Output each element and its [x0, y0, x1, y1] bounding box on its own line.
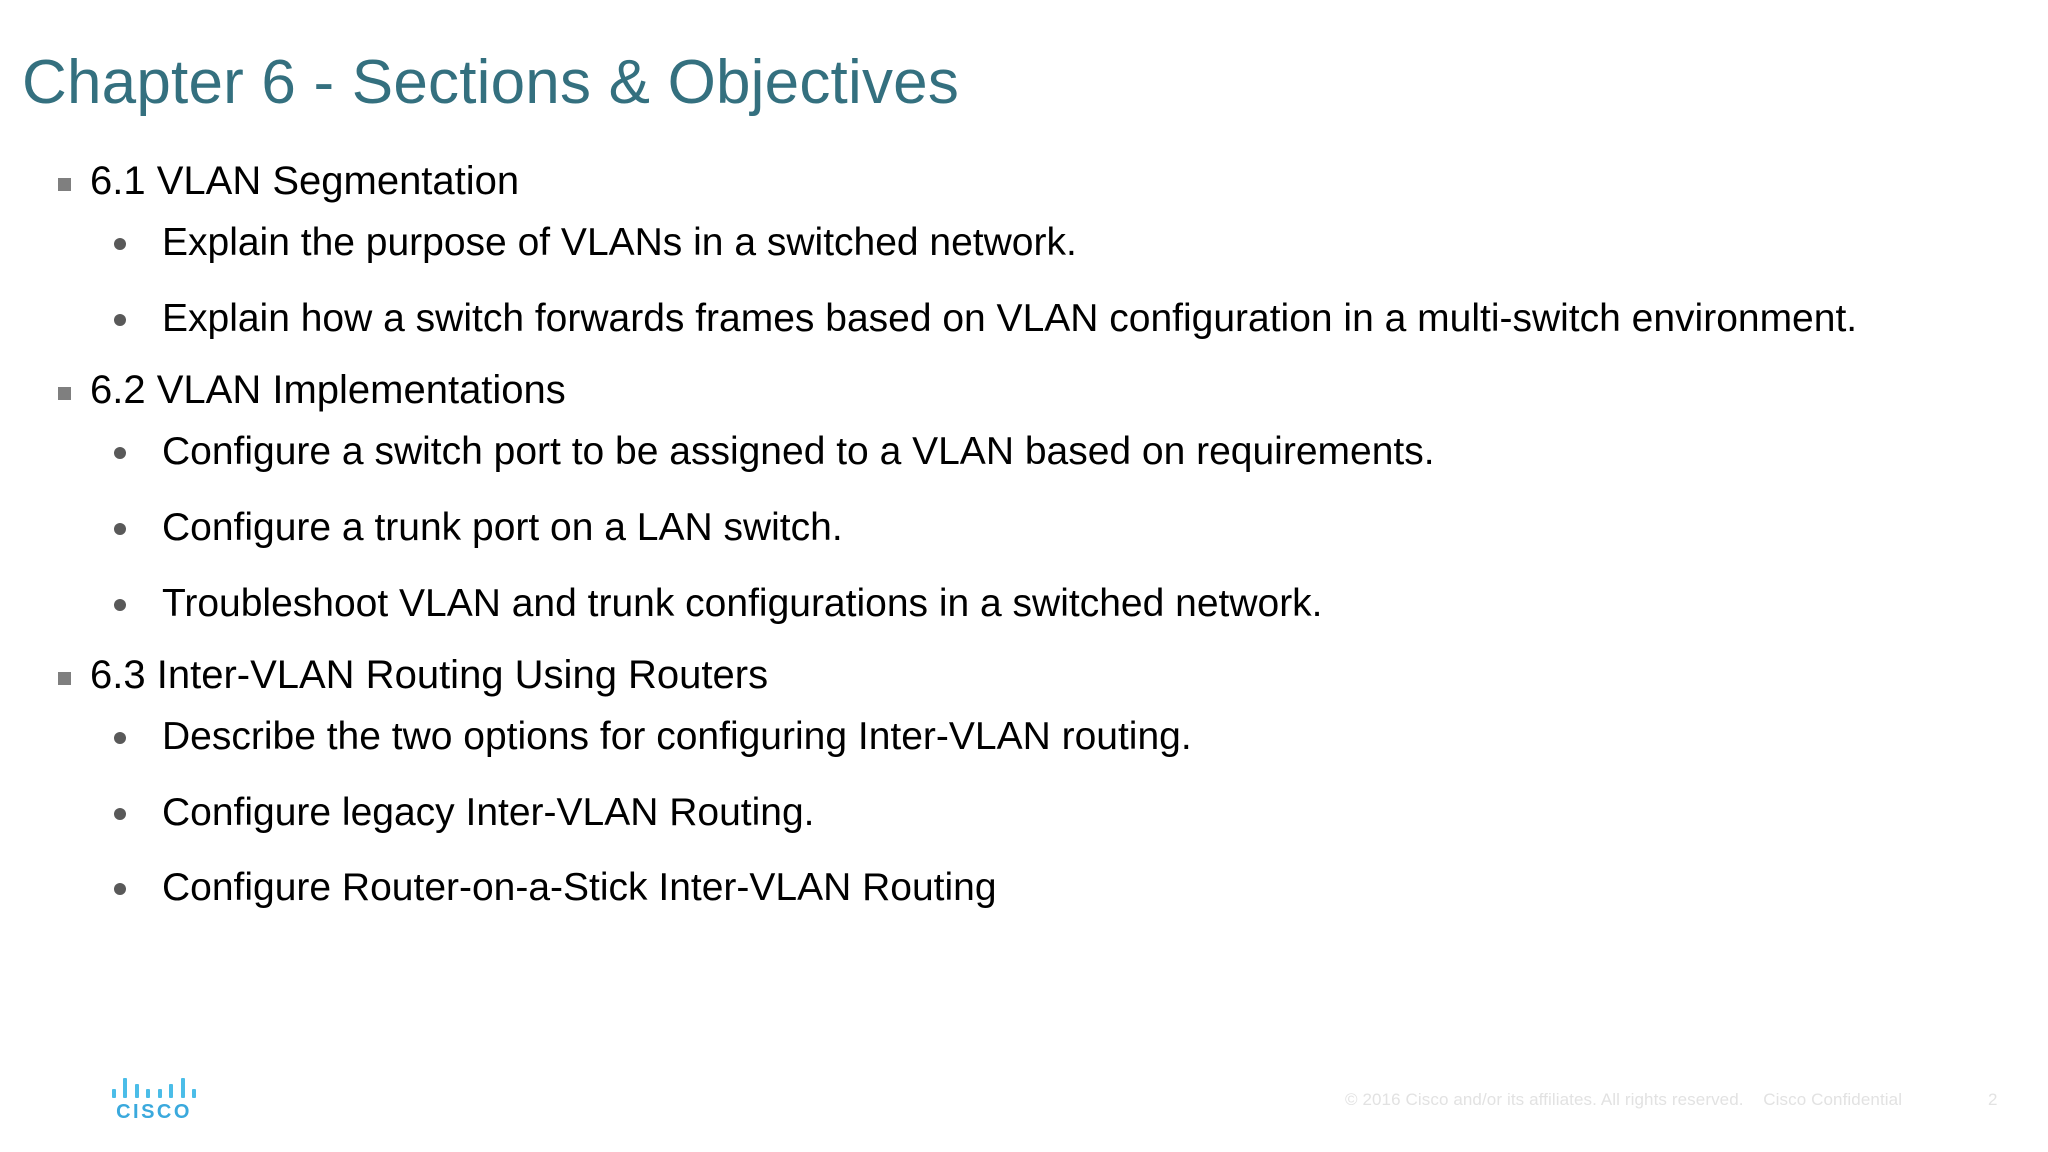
logo-bar: [180, 1078, 185, 1098]
objective-list-6-2: Configure a switch port to be assigned t…: [0, 429, 1985, 626]
section-heading-label: 6.1 VLAN Segmentation: [90, 159, 520, 203]
cisco-logo-icon: CISCO: [108, 1078, 200, 1124]
objective-item: Explain how a switch forwards frames bas…: [0, 296, 1985, 342]
objective-item: Configure Router-on-a-Stick Inter-VLAN R…: [0, 865, 1985, 911]
dot-bullet-icon: [114, 732, 126, 745]
outline-body: 6.1 VLAN Segmentation Explain the purpos…: [0, 158, 1985, 937]
objective-label: Explain how a switch forwards frames bas…: [162, 296, 1858, 340]
square-bullet-icon: [58, 387, 71, 401]
square-bullet-icon: [58, 178, 71, 191]
objective-item: Explain the purpose of VLANs in a switch…: [0, 220, 1985, 266]
logo-bar: [146, 1089, 151, 1098]
objective-label: Explain the purpose of VLANs in a switch…: [162, 221, 1077, 264]
dot-bullet-icon: [114, 807, 126, 820]
objective-item: Configure a switch port to be assigned t…: [0, 429, 1985, 475]
logo-bar: [157, 1089, 162, 1098]
section-heading-label: 6.2 VLAN Implementations: [90, 368, 566, 413]
cisco-wordmark: CISCO: [116, 1101, 192, 1123]
page-number: 2: [1988, 1090, 1998, 1109]
logo-bar: [112, 1089, 116, 1098]
dot-bullet-icon: [114, 522, 126, 535]
objective-item: Configure a trunk port on a LAN switch.: [0, 505, 1985, 551]
objective-item: Describe the two options for configuring…: [0, 714, 1985, 760]
objective-list-6-3: Describe the two options for configuring…: [0, 714, 1985, 911]
objective-label: Troubleshoot VLAN and trunk configuratio…: [162, 581, 1323, 625]
dot-bullet-icon: [114, 313, 126, 326]
objective-label: Configure a switch port to be assigned t…: [162, 430, 1435, 474]
section-group: 6.3 Inter-VLAN Routing Using Routers Des…: [0, 652, 1985, 911]
footer-copyright-text: © 2016 Cisco and/or its affiliates. All …: [1345, 1090, 1902, 1110]
confidential-label: Cisco Confidential: [1763, 1090, 1903, 1109]
square-bullet-icon: [58, 672, 71, 686]
logo-bar: [134, 1084, 139, 1098]
section-group: 6.1 VLAN Segmentation Explain the purpos…: [0, 158, 1985, 341]
copyright-label: © 2016 Cisco and/or its affiliates. All …: [1345, 1090, 1744, 1109]
slide-footer: CISCO © 2016 Cisco and/or its affiliates…: [0, 1042, 2048, 1152]
dot-bullet-icon: [114, 598, 126, 611]
dot-bullet-icon: [114, 238, 126, 250]
cisco-logo-bars-icon: [112, 1078, 196, 1098]
page-title: Chapter 6 - Sections & Objectives: [22, 48, 960, 117]
objective-label: Describe the two options for configuring…: [162, 715, 1192, 759]
section-heading-6-3: 6.3 Inter-VLAN Routing Using Routers: [0, 652, 1985, 702]
objective-label: Configure a trunk port on a LAN switch.: [162, 505, 843, 549]
section-group: 6.2 VLAN Implementations Configure a swi…: [0, 367, 1985, 626]
outline-list: 6.1 VLAN Segmentation Explain the purpos…: [0, 158, 1985, 911]
dot-bullet-icon: [114, 883, 126, 896]
section-heading-label: 6.3 Inter-VLAN Routing Using Routers: [90, 653, 769, 698]
section-heading-6-2: 6.2 VLAN Implementations: [0, 367, 1985, 417]
dot-bullet-icon: [114, 447, 126, 460]
section-heading-6-1: 6.1 VLAN Segmentation: [0, 158, 1985, 208]
logo-bar: [191, 1089, 196, 1098]
logo-bar: [169, 1084, 174, 1098]
objective-item: Configure legacy Inter-VLAN Routing.: [0, 790, 1985, 836]
objective-label: Configure Router-on-a-Stick Inter-VLAN R…: [162, 866, 997, 910]
objective-label: Configure legacy Inter-VLAN Routing.: [162, 790, 815, 834]
objective-item: Troubleshoot VLAN and trunk configuratio…: [0, 581, 1985, 627]
objective-list-6-1: Explain the purpose of VLANs in a switch…: [0, 220, 1985, 341]
logo-bar: [123, 1078, 128, 1098]
